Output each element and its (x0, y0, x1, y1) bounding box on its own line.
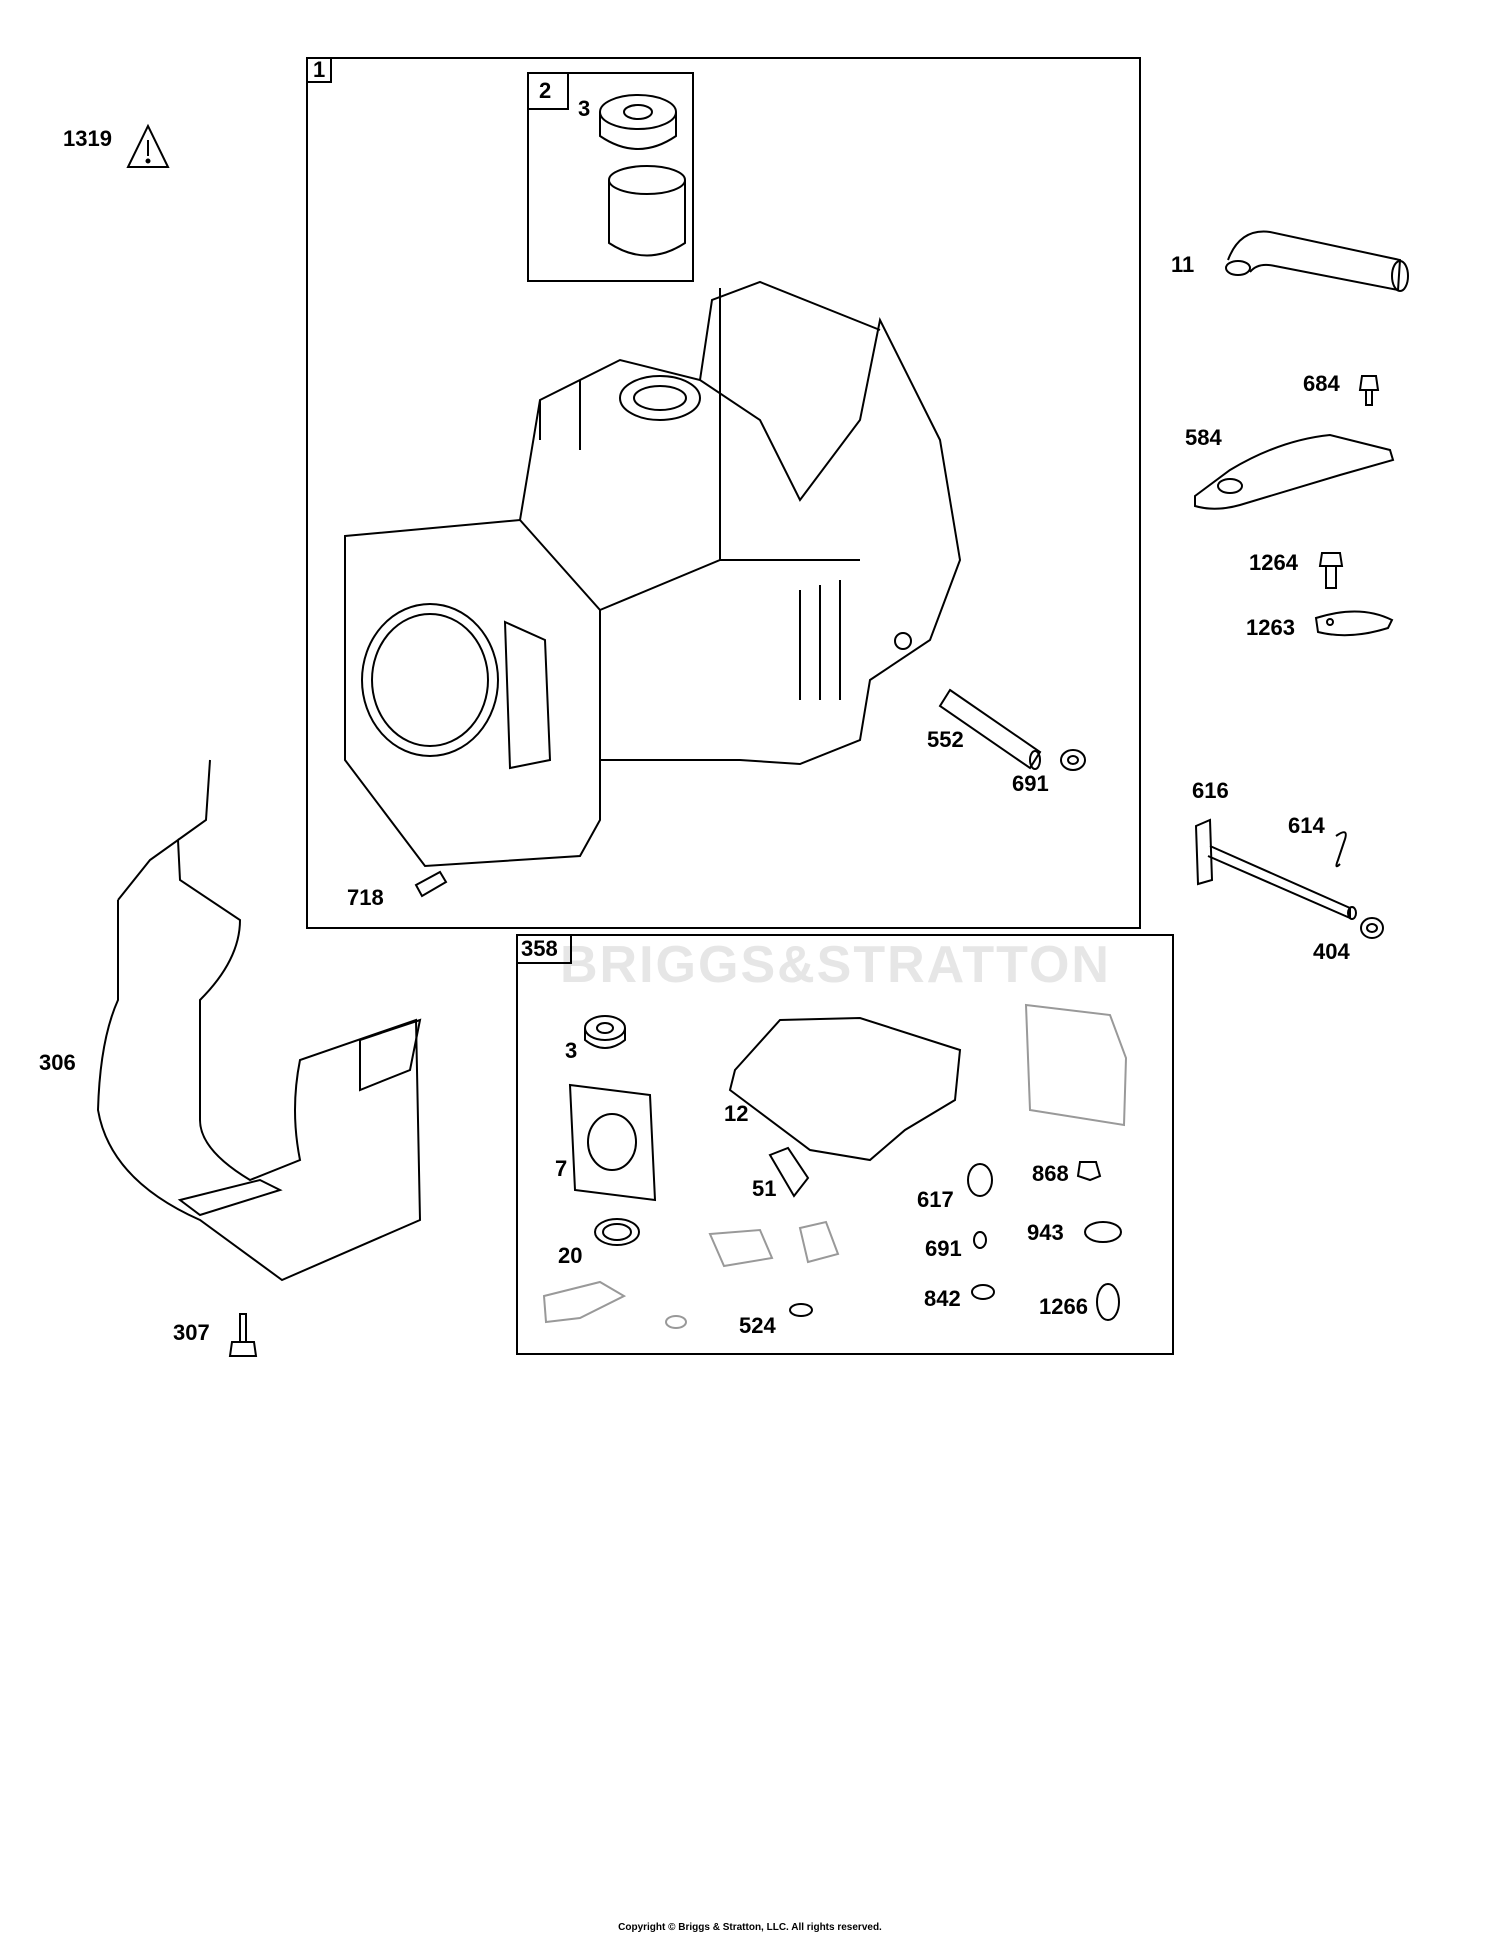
callout-614: 614 (1288, 813, 1325, 838)
head-gasket-7-part (568, 1083, 657, 1202)
copyright-notice: Copyright © Briggs & Stratton, LLC. All … (618, 1922, 882, 1933)
warning-triangle-icon (126, 123, 170, 168)
oring-943-part (1084, 1221, 1122, 1243)
callout-12: 12 (724, 1101, 749, 1126)
callout-552: 552 (927, 727, 964, 752)
snap-ring-part (665, 1315, 687, 1329)
callout-691-top: 691 (1012, 771, 1049, 796)
callout-1266: 1266 (1039, 1294, 1088, 1319)
box-tag-frame-2 (527, 72, 569, 110)
oring-1266-part (1096, 1283, 1120, 1321)
crankcase-gasket-12-part (728, 1016, 962, 1162)
callout-617: 617 (917, 1187, 954, 1212)
washer-404-part (1360, 917, 1384, 939)
box-tag-358: 358 (521, 936, 558, 961)
bracket-1263-part (1314, 610, 1394, 637)
callout-3-kit: 3 (565, 1038, 578, 1063)
box-tag-frame-358 (516, 934, 572, 964)
washer-part (1060, 749, 1086, 771)
watermark: BRIGGS&STRATTON (560, 936, 1111, 994)
gasket-set-box (516, 934, 1174, 1355)
shroud-part (96, 759, 422, 1282)
callout-684: 684 (1303, 371, 1340, 396)
bracket-616-part (1194, 818, 1357, 920)
nut-868-part (1076, 1161, 1102, 1182)
seal-20-part (594, 1218, 640, 1246)
callout-1263: 1263 (1246, 615, 1295, 640)
seal-ring-part (599, 94, 677, 150)
callout-20: 20 (558, 1243, 583, 1268)
gasket-51-part (768, 1146, 810, 1198)
pin-part (938, 688, 1042, 770)
callout-1319: 1319 (63, 126, 112, 151)
callout-584: 584 (1185, 425, 1222, 450)
callout-842: 842 (924, 1286, 961, 1311)
callout-11: 11 (1171, 252, 1195, 277)
callout-404: 404 (1313, 939, 1350, 964)
bolt-1264-part (1318, 552, 1344, 589)
callout-1264: 1264 (1249, 550, 1298, 575)
bolt-part (1358, 375, 1380, 406)
callout-943: 943 (1027, 1220, 1064, 1245)
callout-868: 868 (1032, 1161, 1069, 1186)
callout-7: 7 (555, 1156, 568, 1181)
cylinder-block-part (344, 280, 962, 868)
callout-3-top: 3 (578, 96, 591, 121)
screw-part (228, 1313, 258, 1357)
oring-842-part (971, 1284, 995, 1300)
breather-tube-part (1225, 230, 1409, 292)
callout-51: 51 (752, 1176, 777, 1201)
callout-616: 616 (1192, 778, 1229, 803)
box-tag-2: 2 (539, 78, 552, 103)
cylinder-assembly-box (306, 57, 1141, 929)
bushing-kit-box (527, 72, 694, 282)
box-tag-1: 1 (313, 57, 326, 82)
dowel-pin-part (414, 870, 448, 898)
bushing-part (608, 165, 686, 257)
callout-306: 306 (39, 1050, 76, 1075)
oring-524-part (789, 1303, 813, 1317)
gasket-outline-part (542, 1003, 1128, 1324)
callout-691-kit: 691 (925, 1236, 962, 1261)
hair-pin-part (1335, 831, 1347, 868)
washer-691-kit-part (973, 1231, 987, 1249)
callout-718: 718 (347, 885, 384, 910)
seal-3-kit-part (584, 1015, 626, 1049)
callout-307: 307 (173, 1320, 210, 1345)
callout-524: 524 (739, 1313, 776, 1338)
box-tag-frame-1 (306, 57, 332, 83)
oring-617-part (967, 1163, 993, 1197)
breather-cover-part (1194, 433, 1395, 510)
